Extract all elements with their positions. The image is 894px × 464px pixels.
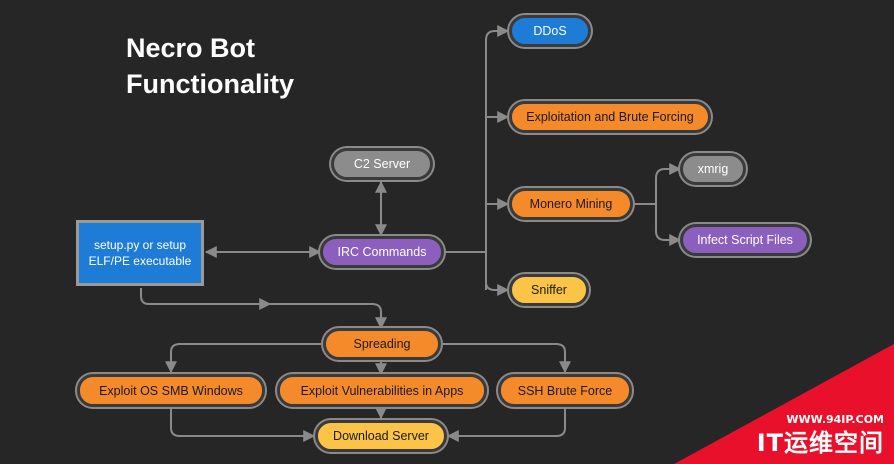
exploitation-node: Exploitation and Brute Forcing — [509, 101, 711, 133]
watermark-url: WWW.94IP.COM — [786, 413, 884, 426]
edge-monero-infect — [655, 204, 682, 246]
edge-smb-download — [170, 407, 316, 442]
irc-commands-node: IRC Commands — [320, 236, 444, 268]
ssh-brute-force-node: SSH Brute Force — [498, 374, 632, 407]
edge-monero-xmrig — [655, 163, 682, 230]
spreading-node: Spreading — [323, 328, 441, 360]
edge-spreading-smb — [165, 343, 324, 374]
monero-mining-node: Monero Mining — [509, 188, 633, 220]
diagram-title: Necro Bot Functionality — [126, 30, 294, 102]
setup-line-2: ELF/PE executable — [88, 254, 192, 268]
edge-setup-spreading — [140, 288, 387, 330]
edge-spreading-ssh — [440, 343, 571, 374]
edge-trunk-sniffer — [485, 281, 510, 296]
ddos-node: DDoS — [509, 15, 591, 47]
c2-server-node: C2 Server — [331, 148, 433, 180]
edge-ssh-download — [446, 407, 566, 442]
exploit-apps-node: Exploit Vulnerabilities in Apps — [277, 374, 487, 407]
watermark-name: IT运维空间 — [756, 429, 884, 457]
setup-line-1: setup.py or setup — [93, 238, 187, 252]
title-line-1: Necro Bot — [126, 33, 256, 63]
xmrig-node: xmrig — [680, 153, 746, 185]
sniffer-node: Sniffer — [509, 274, 589, 306]
download-server-node: Download Server — [315, 420, 447, 452]
setup-executable-node: setup.py or setup ELF/PE executable — [76, 220, 204, 286]
infect-script-files-node: Infect Script Files — [680, 224, 810, 256]
watermark: WWW.94IP.COM IT运维空间 — [654, 344, 894, 464]
watermark-red-triangle — [674, 344, 894, 464]
edge-trunk-ddos — [485, 25, 510, 290]
exploit-smb-node: Exploit OS SMB Windows — [77, 374, 265, 407]
title-line-2: Functionality — [126, 69, 294, 99]
